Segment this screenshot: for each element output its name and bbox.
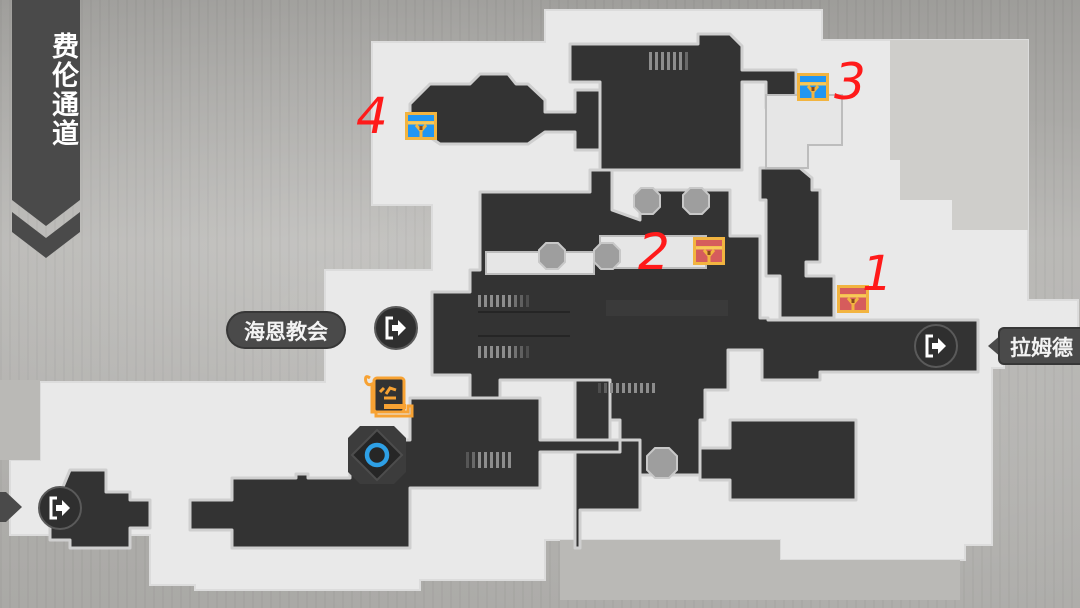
player-position-icon[interactable] [346, 424, 408, 486]
stair-grate [466, 452, 511, 468]
blue-treasure-chest-icon[interactable] [796, 72, 830, 102]
hall-rail [478, 311, 570, 337]
exit-button-west[interactable] [38, 486, 82, 530]
exit-arrow-icon [385, 316, 406, 340]
stair-grate [649, 52, 688, 70]
annotation-number-4: 4 [356, 87, 388, 145]
stair-grate [478, 346, 529, 358]
pillar [538, 187, 710, 479]
area-banner [12, 0, 80, 258]
red-treasure-chest-icon[interactable] [692, 236, 726, 266]
quest-scroll-icon[interactable] [362, 372, 416, 422]
off-map-block [0, 40, 1028, 600]
red-treasure-chest-icon[interactable] [836, 284, 870, 314]
exit-arrow-icon [49, 496, 70, 520]
exit-button-lamde[interactable] [914, 324, 958, 368]
stair-grate [478, 295, 529, 307]
exit-button-haien-church[interactable] [374, 306, 418, 350]
annotation-number-3: 3 [834, 53, 866, 111]
stair-grate [598, 383, 655, 393]
annotation-number-1: 1 [862, 246, 893, 302]
annotation-number-2: 2 [638, 223, 670, 281]
blue-treasure-chest-icon[interactable] [404, 111, 438, 141]
exit-label-haien-church[interactable]: 海恩教会 [226, 311, 346, 349]
exit-label-lamde[interactable]: 拉姆德 [998, 327, 1080, 365]
exit-arrow-icon [925, 334, 946, 358]
exit-label-pointer [0, 492, 22, 522]
corridor [48, 32, 980, 550]
area-title: 费伦通道 [47, 32, 78, 148]
